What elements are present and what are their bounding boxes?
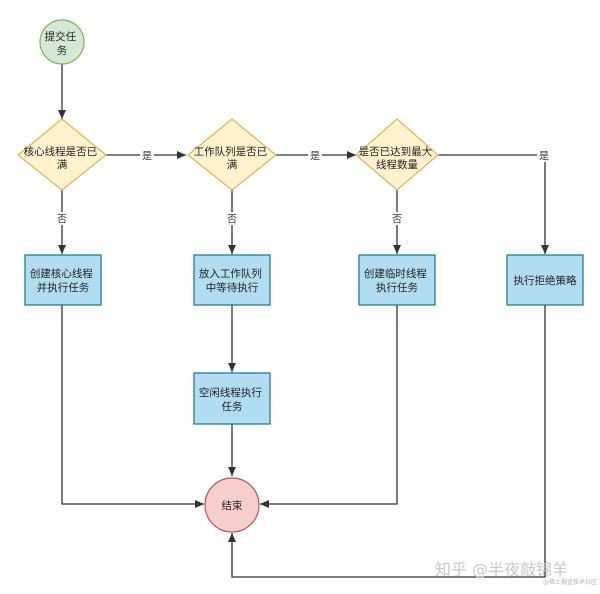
edge-labels: 是 是 是 否 否 否 <box>55 149 551 226</box>
svg-text:结束: 结束 <box>222 499 243 512</box>
process-create-temp-thread: 创建临时线程 执行任务 <box>358 254 436 306</box>
watermark-sub: @稀土掘金技术社区 <box>543 578 597 586</box>
decision-label-line-1: 核心线程是否已 <box>24 145 98 158</box>
start-circle <box>39 19 85 65</box>
decision-diamond <box>17 118 107 191</box>
edge-label-d1-d2: 是 <box>142 151 152 163</box>
edge-p3-end <box>260 305 398 508</box>
decision-label-line-1: 是否已达到最大 <box>359 145 433 158</box>
edge-p4-end <box>228 305 546 578</box>
decision-core-threads-full: 核心线程是否已 满 <box>17 118 107 191</box>
process-label-line-2: 任务 <box>222 400 243 413</box>
process-box <box>193 372 271 425</box>
start-label-line-1: 提交任 <box>45 30 77 43</box>
process-idle-thread-executes: 空闲线程执行 任务 <box>193 372 271 425</box>
process-box <box>506 254 584 306</box>
process-create-core-thread: 创建核心线程 并执行任务 <box>24 254 102 306</box>
edge-label-d2-d3: 是 <box>310 151 320 163</box>
process-label-line-1: 空闲线程执行 <box>199 386 262 399</box>
process-box <box>358 254 436 306</box>
process-label-line-1: 创建临时线程 <box>364 267 427 280</box>
svg-text:工作队列是否已 满: 工作队列是否已 满 <box>194 145 271 171</box>
process-label-line-1: 执行拒绝策略 <box>514 274 577 287</box>
svg-text:空闲线程执行 任务: 空闲线程执行 任务 <box>199 386 265 413</box>
process-reject-policy: 执行拒绝策略 <box>506 254 584 306</box>
svg-text:提交任 务: 提交任 务 <box>45 30 80 57</box>
decision-max-threads-reached: 是否已达到最大 线程数量 <box>355 118 439 191</box>
edge-label-d2-p2: 否 <box>227 214 237 226</box>
edge-label-d3-p3: 否 <box>392 214 402 226</box>
edge-d3-p4 <box>438 154 549 254</box>
svg-text:核心线程是否已 满: 核心线程是否已 满 <box>24 145 101 171</box>
end-circle <box>204 477 260 533</box>
decision-label-line-2: 满 <box>57 159 68 171</box>
edge-label-d3-p4: 是 <box>539 151 549 163</box>
process-label-line-2: 并执行任务 <box>37 281 90 294</box>
edges <box>58 64 549 578</box>
svg-text:执行拒绝策略: 执行拒绝策略 <box>514 274 577 287</box>
process-label-line-1: 创建核心线程 <box>30 267 93 280</box>
svg-text:是否已达到最大 线程数量: 是否已达到最大 线程数量 <box>359 145 436 171</box>
decision-work-queue-full: 工作队列是否已 满 <box>187 118 277 191</box>
decision-diamond <box>187 118 277 191</box>
start-node: 提交任 务 <box>39 19 85 65</box>
watermark: 知乎 @半夜敲锦羊 @稀土掘金技术社区 <box>435 560 597 586</box>
end-label: 结束 <box>222 499 243 512</box>
edge-p1-end <box>61 305 204 508</box>
svg-text:创建核心线程 并执行任务: 创建核心线程 并执行任务 <box>30 267 96 294</box>
process-box <box>193 254 271 306</box>
decision-label-line-2: 线程数量 <box>376 158 418 171</box>
decision-label-line-2: 满 <box>227 159 238 171</box>
decision-diamond <box>355 118 439 191</box>
process-label-line-1: 放入工作队列 <box>199 267 262 280</box>
process-label-line-2: 中等待执行 <box>206 281 259 294</box>
svg-text:放入工作队列 中等待执行: 放入工作队列 中等待执行 <box>199 267 265 294</box>
process-enqueue-task: 放入工作队列 中等待执行 <box>193 254 271 306</box>
svg-text:创建临时线程 执行任务: 创建临时线程 执行任务 <box>364 267 430 294</box>
decision-label-line-1: 工作队列是否已 <box>194 145 268 158</box>
process-label-line-2: 执行任务 <box>376 281 418 294</box>
edge-label-d1-p1: 否 <box>57 214 67 226</box>
watermark-main: 知乎 @半夜敲锦羊 <box>435 560 568 579</box>
start-label-line-2: 务 <box>57 44 68 57</box>
end-node: 结束 <box>204 477 260 533</box>
process-box <box>24 254 102 306</box>
